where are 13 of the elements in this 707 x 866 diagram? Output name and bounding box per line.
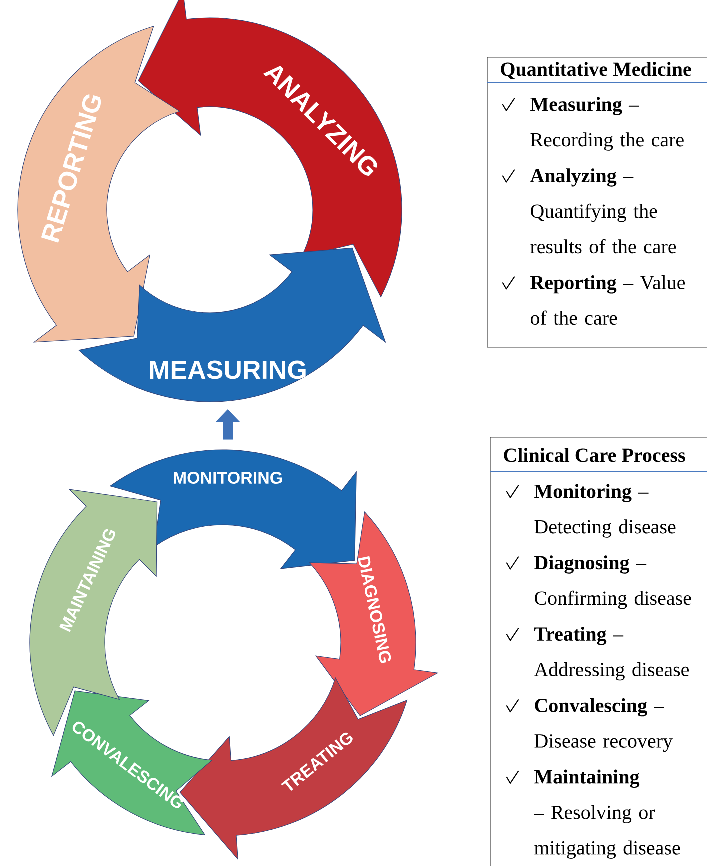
list-item: Reporting – Value of the care [530, 275, 686, 326]
list-item: Diagnosing – Confirming disease [534, 556, 692, 610]
box-heading: Quantitative Medicine [501, 62, 692, 80]
list-item: Measuring – Recording the care [530, 97, 684, 151]
list-item: Convalescing – Disease recovery [534, 698, 673, 752]
box-heading: Clinical Care Process [504, 448, 686, 462]
text-box [486, 57, 707, 348]
list-item: Monitoring – Detecting disease [534, 484, 676, 538]
cycle-segment: MEASURING [78, 248, 386, 402]
list-item: Treating – Addressing disease [534, 626, 690, 681]
text-box [490, 437, 707, 866]
list-item: Maintaining – Resolving or mitigating disease [534, 770, 680, 859]
list-item: Analyzing – Quantifying the results of the care [530, 168, 676, 254]
